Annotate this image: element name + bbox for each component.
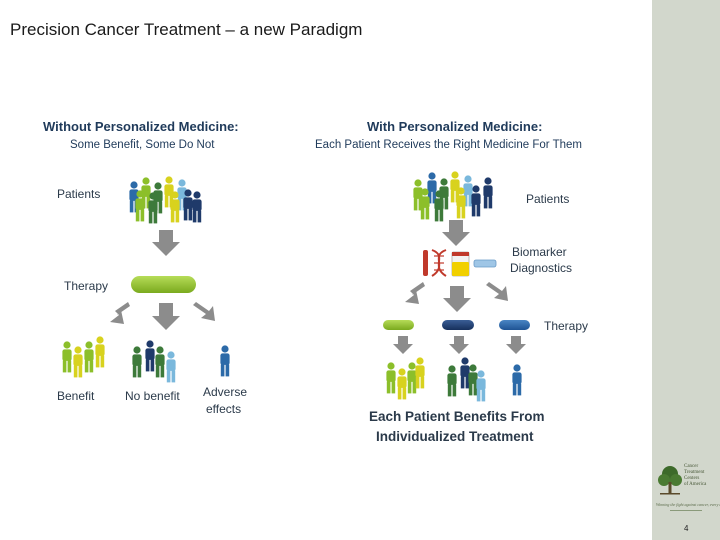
benefit-group <box>62 336 105 378</box>
patient-icon <box>73 346 83 378</box>
patient-icon <box>386 362 396 394</box>
patient-icon <box>420 188 430 220</box>
patient-icon <box>415 357 425 389</box>
down-arrow-icon <box>443 286 471 312</box>
logo-line: of America <box>684 482 707 487</box>
right-therapy-label: Therapy <box>544 319 588 333</box>
patient-icon <box>434 190 444 222</box>
patient-icon <box>148 192 158 224</box>
right-subheading: Each Patient Receives the Right Medicine… <box>315 139 582 151</box>
adverse-label-line1: Adverse <box>203 385 247 399</box>
no-benefit-group <box>132 340 176 383</box>
down-arrow-icon <box>449 336 469 354</box>
therapy-bar-blue <box>499 320 530 330</box>
down-arrow-icon <box>152 303 180 330</box>
adverse-group <box>220 345 230 377</box>
diagonal-arrow-right-icon <box>486 282 508 301</box>
test-tube-icon <box>423 250 428 276</box>
no-benefit-label: No benefit <box>125 389 180 403</box>
biomarker-icons <box>423 249 497 277</box>
right-benefit-group-green <box>386 357 425 400</box>
patient-icon <box>512 364 522 396</box>
left-patients-group <box>129 176 202 224</box>
diagonal-arrow-left-icon <box>110 302 130 324</box>
patient-icon <box>407 362 417 394</box>
logo-line: Centers <box>684 476 700 481</box>
patient-icon <box>155 346 165 378</box>
right-heading: With Personalized Medicine: <box>367 119 542 134</box>
vial-fill <box>452 262 469 276</box>
left-therapy-label: Therapy <box>64 279 108 293</box>
result-label-line1: Each Patient Benefits From <box>369 409 545 424</box>
patient-icon <box>166 351 176 383</box>
patient-icon <box>145 340 155 372</box>
patient-icon <box>397 368 407 400</box>
right-benefit-group-navy <box>447 357 486 402</box>
slide-icon <box>473 259 497 268</box>
logo-line: Treatment <box>684 470 705 475</box>
tree-logo-icon <box>658 466 682 495</box>
personalized-medicine-diagram: Without Personalized Medicine: Some Bene… <box>43 119 588 444</box>
patient-icon <box>447 365 457 397</box>
patient-icon <box>483 177 493 209</box>
benefit-label: Benefit <box>57 389 95 403</box>
patient-icon <box>135 190 145 222</box>
left-patients-label: Patients <box>57 187 100 201</box>
therapy-bar-navy <box>442 320 474 330</box>
page-number: 4 <box>684 524 689 533</box>
patient-icon <box>84 341 94 373</box>
patient-icon <box>456 187 466 219</box>
down-arrow-icon <box>393 336 413 354</box>
patient-icon <box>95 336 105 368</box>
vial-cap <box>452 252 469 256</box>
sidebar-band <box>652 0 720 540</box>
patient-icon <box>468 364 478 396</box>
right-patients-group <box>413 171 493 222</box>
patient-icon <box>183 189 193 221</box>
diagonal-arrow-left-icon <box>405 282 425 304</box>
slide-title: Precision Cancer Treatment – a new Parad… <box>10 20 363 39</box>
diagonal-arrow-right-icon <box>193 302 215 321</box>
right-benefit-group-blue <box>512 364 522 396</box>
dna-icon <box>431 249 447 277</box>
patient-icon <box>471 185 481 217</box>
patient-icon <box>192 191 202 223</box>
adverse-label-line2: effects <box>206 402 241 416</box>
therapy-bar-green <box>131 276 196 293</box>
left-heading: Without Personalized Medicine: <box>43 119 239 134</box>
patient-icon <box>476 370 486 402</box>
logo-tagline: Winning the fight against cancer, every … <box>656 502 720 507</box>
logo-line: Cancer <box>684 464 699 469</box>
logo-wordmark: Cancer Treatment Centers of America <box>684 464 718 488</box>
patient-icon <box>62 341 72 373</box>
biomarker-label-line1: Biomarker <box>512 245 567 259</box>
down-arrow-icon <box>152 230 180 256</box>
logo-divider <box>670 510 702 511</box>
therapy-bar-green <box>383 320 414 330</box>
biomarker-label-line2: Diagnostics <box>510 261 572 275</box>
result-label-line2: Individualized Treatment <box>376 429 534 444</box>
patient-icon <box>132 346 142 378</box>
down-arrow-icon <box>442 220 470 246</box>
right-patients-label: Patients <box>526 192 569 206</box>
patient-icon <box>220 345 230 377</box>
down-arrow-icon <box>506 336 526 354</box>
left-subheading: Some Benefit, Some Do Not <box>70 139 215 151</box>
patient-icon <box>460 357 470 389</box>
patient-icon <box>170 191 180 223</box>
